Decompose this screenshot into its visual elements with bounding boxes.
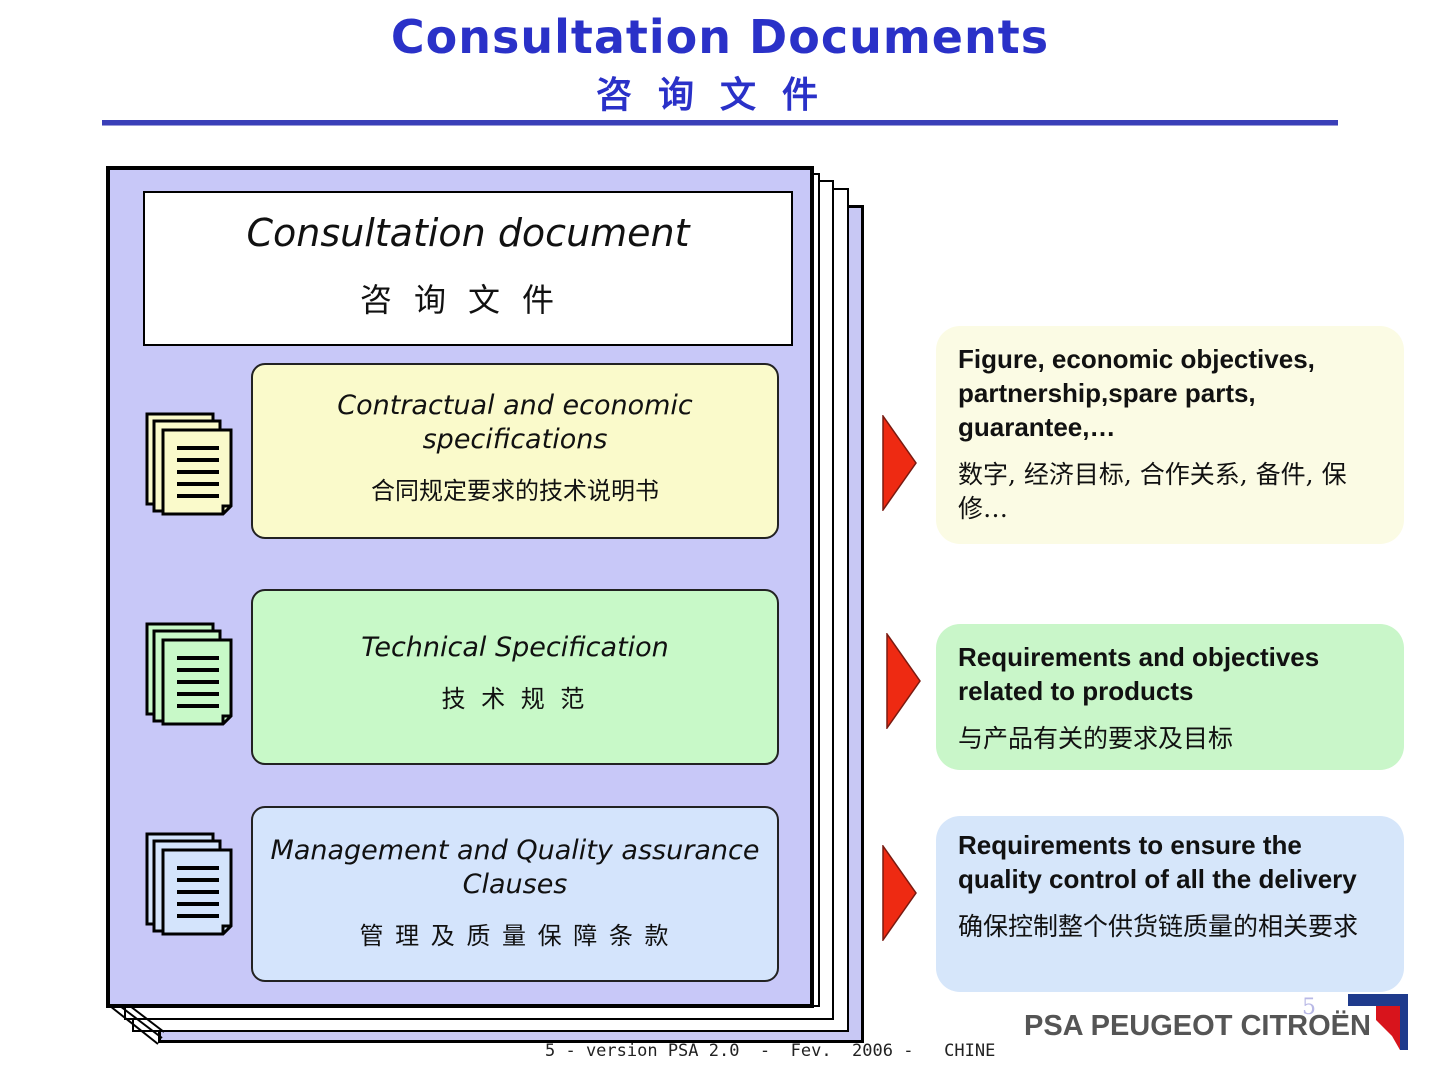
page-title: Consultation Documents xyxy=(390,10,1050,64)
folder-corner-lines xyxy=(109,1005,165,1045)
contractual-spec-title: Contractual and economic specifications xyxy=(337,390,693,455)
quality-clauses-title-chinese: 管 理 及 质 量 保 障 条 款 xyxy=(359,922,671,950)
quality-callout-text-chinese: 确保控制整个供货链质量的相关要求 xyxy=(958,912,1359,941)
arrow-right-icon xyxy=(882,845,917,941)
economic-callout: Figure, economic objectives, partnership… xyxy=(936,326,1404,544)
page-title-chinese: 咨询文件 xyxy=(595,75,844,116)
document-stack-icon xyxy=(145,622,233,726)
product-callout-text-chinese: 与产品有关的要求及目标 xyxy=(958,724,1234,753)
product-callout: Requirements and objectives related to p… xyxy=(936,624,1404,770)
economic-callout-text-chinese: 数字, 经济目标, 合作关系, 备件, 保修… xyxy=(958,460,1347,523)
company-logo-text: PSA PEUGEOT CITROËN xyxy=(1024,1010,1371,1042)
footer-version-text: 5 - version PSA 2.0 - Fev. 2006 - CHINE xyxy=(545,1041,996,1061)
technical-spec-title: Technical Specification xyxy=(361,632,669,663)
economic-callout-text: Figure, economic objectives, partnership… xyxy=(958,344,1315,442)
quality-callout-text: Requirements to ensure the quality contr… xyxy=(958,830,1357,894)
quality-callout: Requirements to ensure the quality contr… xyxy=(936,816,1404,992)
product-callout-text: Requirements and objectives related to p… xyxy=(958,642,1320,706)
contractual-spec-box: Contractual and economic specifications … xyxy=(251,363,779,539)
document-stack-icon xyxy=(145,832,233,936)
folder-header-title: Consultation document xyxy=(246,211,690,255)
title-divider xyxy=(102,120,1338,126)
quality-clauses-box: Management and Quality assurance Clauses… xyxy=(251,806,779,982)
technical-spec-box: Technical Specification 技 术 规 范 xyxy=(251,589,779,765)
folder-header-title-chinese: 咨询文件 xyxy=(359,281,576,319)
page-number: 5 xyxy=(1302,995,1316,1020)
contractual-spec-title-chinese: 合同规定要求的技术说明书 xyxy=(371,477,659,505)
document-stack-icon xyxy=(145,412,233,516)
technical-spec-title-chinese: 技 术 规 范 xyxy=(441,685,589,713)
quality-clauses-title: Management and Quality assurance Clauses xyxy=(270,835,760,900)
logo-flag-icon xyxy=(1348,994,1408,1050)
arrow-right-icon xyxy=(886,633,921,729)
folder-header: Consultation document 咨询文件 xyxy=(143,191,793,346)
arrow-right-icon xyxy=(882,415,917,511)
